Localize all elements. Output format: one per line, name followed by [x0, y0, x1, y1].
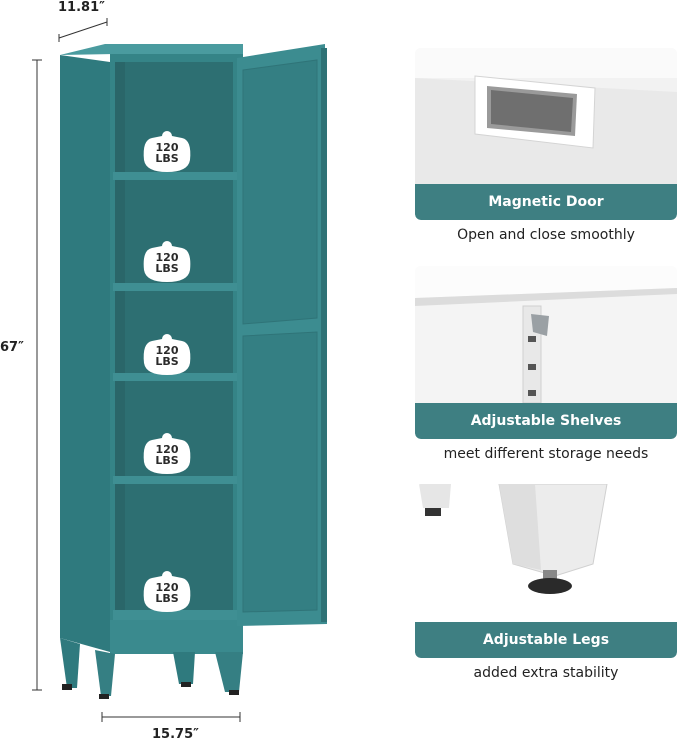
- adjustable-legs-photo: [415, 484, 677, 622]
- feature-title: Magnetic Door: [415, 184, 677, 220]
- feature-caption: Open and close smoothly: [457, 227, 635, 243]
- depth-line: [58, 18, 108, 42]
- weight-unit: LBS: [155, 355, 179, 368]
- magnetic-door-photo: [415, 48, 677, 184]
- feature-panel-magnetic-door: Magnetic Door: [415, 48, 677, 220]
- locker-cabinet-illustration: [60, 44, 327, 699]
- feature-title: Adjustable Shelves: [415, 403, 677, 439]
- adjustable-shelves-photo: [415, 266, 677, 403]
- height-label: 67″: [0, 340, 26, 355]
- weight-value: 120: [155, 344, 179, 357]
- feature-caption: added extra stability: [473, 665, 619, 681]
- weight-value: 120: [155, 141, 179, 154]
- feature-title: Adjustable Legs: [415, 622, 677, 658]
- weight-unit: LBS: [155, 152, 179, 165]
- height-line: [32, 59, 42, 691]
- feature-caption: meet different storage needs: [443, 446, 649, 462]
- weight-unit: LBS: [155, 262, 179, 275]
- width-line: [101, 712, 241, 722]
- weight-value: 120: [155, 443, 179, 456]
- depth-label: 11.81″: [58, 0, 105, 15]
- weight-value: 120: [155, 251, 179, 264]
- width-label: 15.75″: [152, 727, 199, 742]
- weight-unit: LBS: [155, 592, 179, 605]
- feature-panel-adjustable-legs: Adjustable Legs: [415, 484, 677, 658]
- weight-value: 120: [155, 581, 179, 594]
- feature-panel-adjustable-shelves: Adjustable Shelves: [415, 266, 677, 439]
- weight-unit: LBS: [155, 454, 179, 467]
